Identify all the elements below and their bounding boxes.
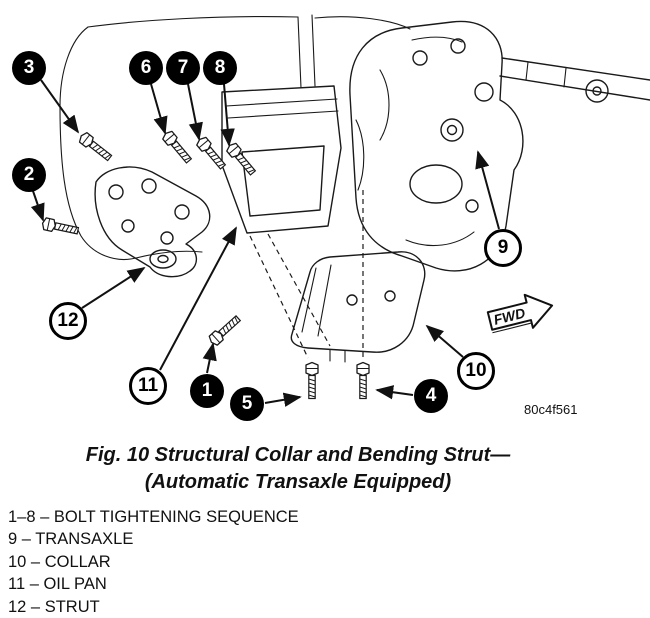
figure-drawing-area: FWD 80c4f561 3 6 7 8 2 12 11 1 5 4 10 9 <box>12 14 650 421</box>
bolts <box>40 128 370 400</box>
leader-arrow-10 <box>425 324 464 358</box>
leader-arrow-7 <box>187 83 203 141</box>
figure-caption: Fig. 10 Structural Collar and Bending St… <box>0 442 596 496</box>
callout-1: 1 <box>190 374 224 408</box>
legend: 1–8 – BOLT TIGHTENING SEQUENCE 9 – TRANS… <box>8 506 650 618</box>
callout-12: 12 <box>49 302 87 340</box>
leader-arrow-1 <box>202 342 217 374</box>
caption-line-1: Fig. 10 Structural Collar and Bending St… <box>85 444 511 466</box>
callout-11: 11 <box>129 367 167 405</box>
leader-arrow-3 <box>40 79 80 134</box>
bolt-4 <box>356 361 370 400</box>
structural-collar <box>290 251 426 363</box>
callout-6: 6 <box>129 51 163 85</box>
leader-arrows <box>30 79 500 407</box>
callout-9: 9 <box>484 229 522 267</box>
bolt-path-lines <box>249 190 364 360</box>
legend-item-collar: 10 – COLLAR <box>8 552 111 571</box>
leader-arrow-4 <box>375 385 414 400</box>
callout-3: 3 <box>12 51 46 85</box>
legend-item-transaxle: 9 – TRANSAXLE <box>8 530 134 549</box>
bolt-1 <box>206 313 243 348</box>
engine-outline <box>59 14 411 260</box>
legend-item-oil-pan: 11 – OIL PAN <box>8 575 107 594</box>
bolt-5 <box>305 361 319 400</box>
image-code: 80c4f561 <box>524 402 578 417</box>
bolt-3 <box>76 130 114 164</box>
strut-bracket <box>94 166 211 278</box>
callout-7: 7 <box>166 51 200 85</box>
leader-arrow-5 <box>264 392 302 407</box>
leader-arrow-2 <box>30 190 45 222</box>
fwd-label: FWD <box>492 305 527 328</box>
callout-2: 2 <box>12 158 46 192</box>
legend-item-bolts: 1–8 – BOLT TIGHTENING SEQUENCE <box>8 508 299 526</box>
frame-rail <box>499 57 650 103</box>
leader-arrow-9 <box>475 150 500 230</box>
callout-5: 5 <box>230 387 264 421</box>
caption-line-2: (Automatic Transaxle Equipped) <box>144 471 452 493</box>
technical-drawing: FWD 80c4f561 <box>30 14 650 417</box>
callout-8: 8 <box>203 51 237 85</box>
legend-item-strut: 12 – STRUT <box>8 597 100 616</box>
leader-arrow-8 <box>220 83 235 147</box>
transaxle <box>349 20 524 272</box>
callout-10: 10 <box>457 352 495 390</box>
leader-arrow-12 <box>81 267 146 309</box>
callout-4: 4 <box>414 379 448 413</box>
bolt-6 <box>160 128 195 166</box>
leader-arrow-11 <box>159 226 237 371</box>
fwd-arrow: FWD <box>486 293 554 334</box>
bolt-8 <box>224 140 259 178</box>
leader-arrow-6 <box>150 83 168 135</box>
